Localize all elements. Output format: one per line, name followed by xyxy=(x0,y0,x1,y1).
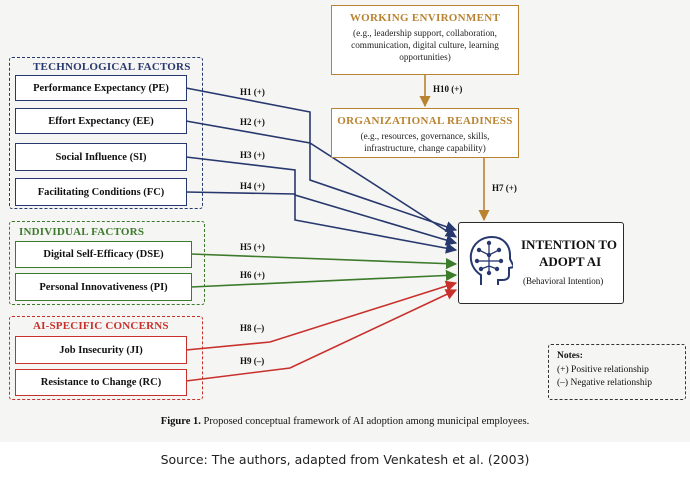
working-environment-desc-3: opportunities) xyxy=(399,52,451,62)
factor-effort-expectancy: Effort Expectancy (EE) xyxy=(15,108,187,134)
organizational-readiness-desc-1: (e.g., resources, governance, skills, xyxy=(360,131,490,141)
working-environment-box: WORKING ENVIRONMENT (e.g., leadership su… xyxy=(331,5,519,75)
hypothesis-label-h3: H3 (+) xyxy=(240,150,265,160)
technological-factors-title: TECHNOLOGICAL FACTORS xyxy=(33,61,191,73)
arrow-h5 xyxy=(190,253,458,270)
factor-personal-innovativeness: Personal Innovativeness (PI) xyxy=(15,273,192,301)
notes-negative: (–) Negative relationship xyxy=(557,378,652,388)
hypothesis-label-h5: H5 (+) xyxy=(240,242,265,252)
individual-factors-group xyxy=(9,221,205,305)
ai-specific-concerns-group xyxy=(9,316,203,400)
hypothesis-label-h10: H10 (+) xyxy=(433,84,463,94)
factor-social-influence: Social Influence (SI) xyxy=(15,143,187,171)
factor-job-insecurity: Job Insecurity (JI) xyxy=(15,336,187,364)
outcome-title-line-2: ADOPT AI xyxy=(539,254,602,269)
figure-caption-label: Figure 1. xyxy=(160,416,201,427)
hypothesis-label-h1: H1 (+) xyxy=(240,87,265,97)
arrow-h3 xyxy=(185,156,458,246)
individual-factors-title: INDIVIDUAL FACTORS xyxy=(19,226,145,238)
arrow-h1 xyxy=(185,87,458,233)
hypothesis-label-h7: H7 (+) xyxy=(492,183,517,193)
factor-digital-self-efficacy: Digital Self-Efficacy (DSE) xyxy=(15,241,192,268)
arrow-h4 xyxy=(185,191,458,254)
hypothesis-label-h4: H4 (+) xyxy=(240,181,265,191)
hypothesis-label-h2: H2 (+) xyxy=(240,117,265,127)
figure-caption: Figure 1. Proposed conceptual framework … xyxy=(0,416,690,427)
outcome-title-line-1: INTENTION TO xyxy=(521,237,617,252)
working-environment-desc-1: (e.g., leadership support, collaboration… xyxy=(353,28,497,38)
working-environment-title: WORKING ENVIRONMENT xyxy=(349,12,501,24)
notes-legend: Notes: (+) Positive relationship (–) Neg… xyxy=(548,344,686,400)
organizational-readiness-title: ORGANIZATIONAL READINESS xyxy=(337,115,513,127)
hypothesis-label-h9: H9 (–) xyxy=(240,356,265,366)
intention-to-adopt-ai-box: INTENTION TO ADOPT AI (Behavioral Intent… xyxy=(458,222,624,304)
relationship-arrows xyxy=(185,74,490,382)
hypothesis-label-h6: H6 (+) xyxy=(240,270,265,280)
technological-factors-group xyxy=(9,57,203,209)
organizational-readiness-box: ORGANIZATIONAL READINESS (e.g., resource… xyxy=(331,108,519,158)
organizational-readiness-desc-2: infrastructure, change capability) xyxy=(364,143,486,153)
notes-positive: (+) Positive relationship xyxy=(557,365,649,375)
figure-caption-text: Proposed conceptual framework of AI adop… xyxy=(203,416,530,427)
notes-title: Notes: xyxy=(557,351,583,361)
factor-resistance-to-change: Resistance to Change (RC) xyxy=(15,369,187,396)
ai-specific-concerns-title: AI-SPECIFIC CONCERNS xyxy=(33,320,169,332)
factor-facilitating-conditions: Facilitating Conditions (FC) xyxy=(15,178,187,206)
arrow-h2 xyxy=(185,120,457,238)
ai-head-icon xyxy=(469,235,513,285)
arrow-h9 xyxy=(185,289,458,382)
working-environment-desc-2: communication, digital culture, learning xyxy=(351,40,499,50)
arrow-h8 xyxy=(185,280,458,351)
arrow-h6 xyxy=(190,269,458,288)
outcome-subtitle: (Behavioral Intention) xyxy=(523,276,604,286)
hypothesis-label-h8: H8 (–) xyxy=(240,323,265,333)
factor-performance-expectancy: Performance Expectancy (PE) xyxy=(15,75,187,101)
source-line: Source: The authors, adapted from Venkat… xyxy=(160,452,530,467)
